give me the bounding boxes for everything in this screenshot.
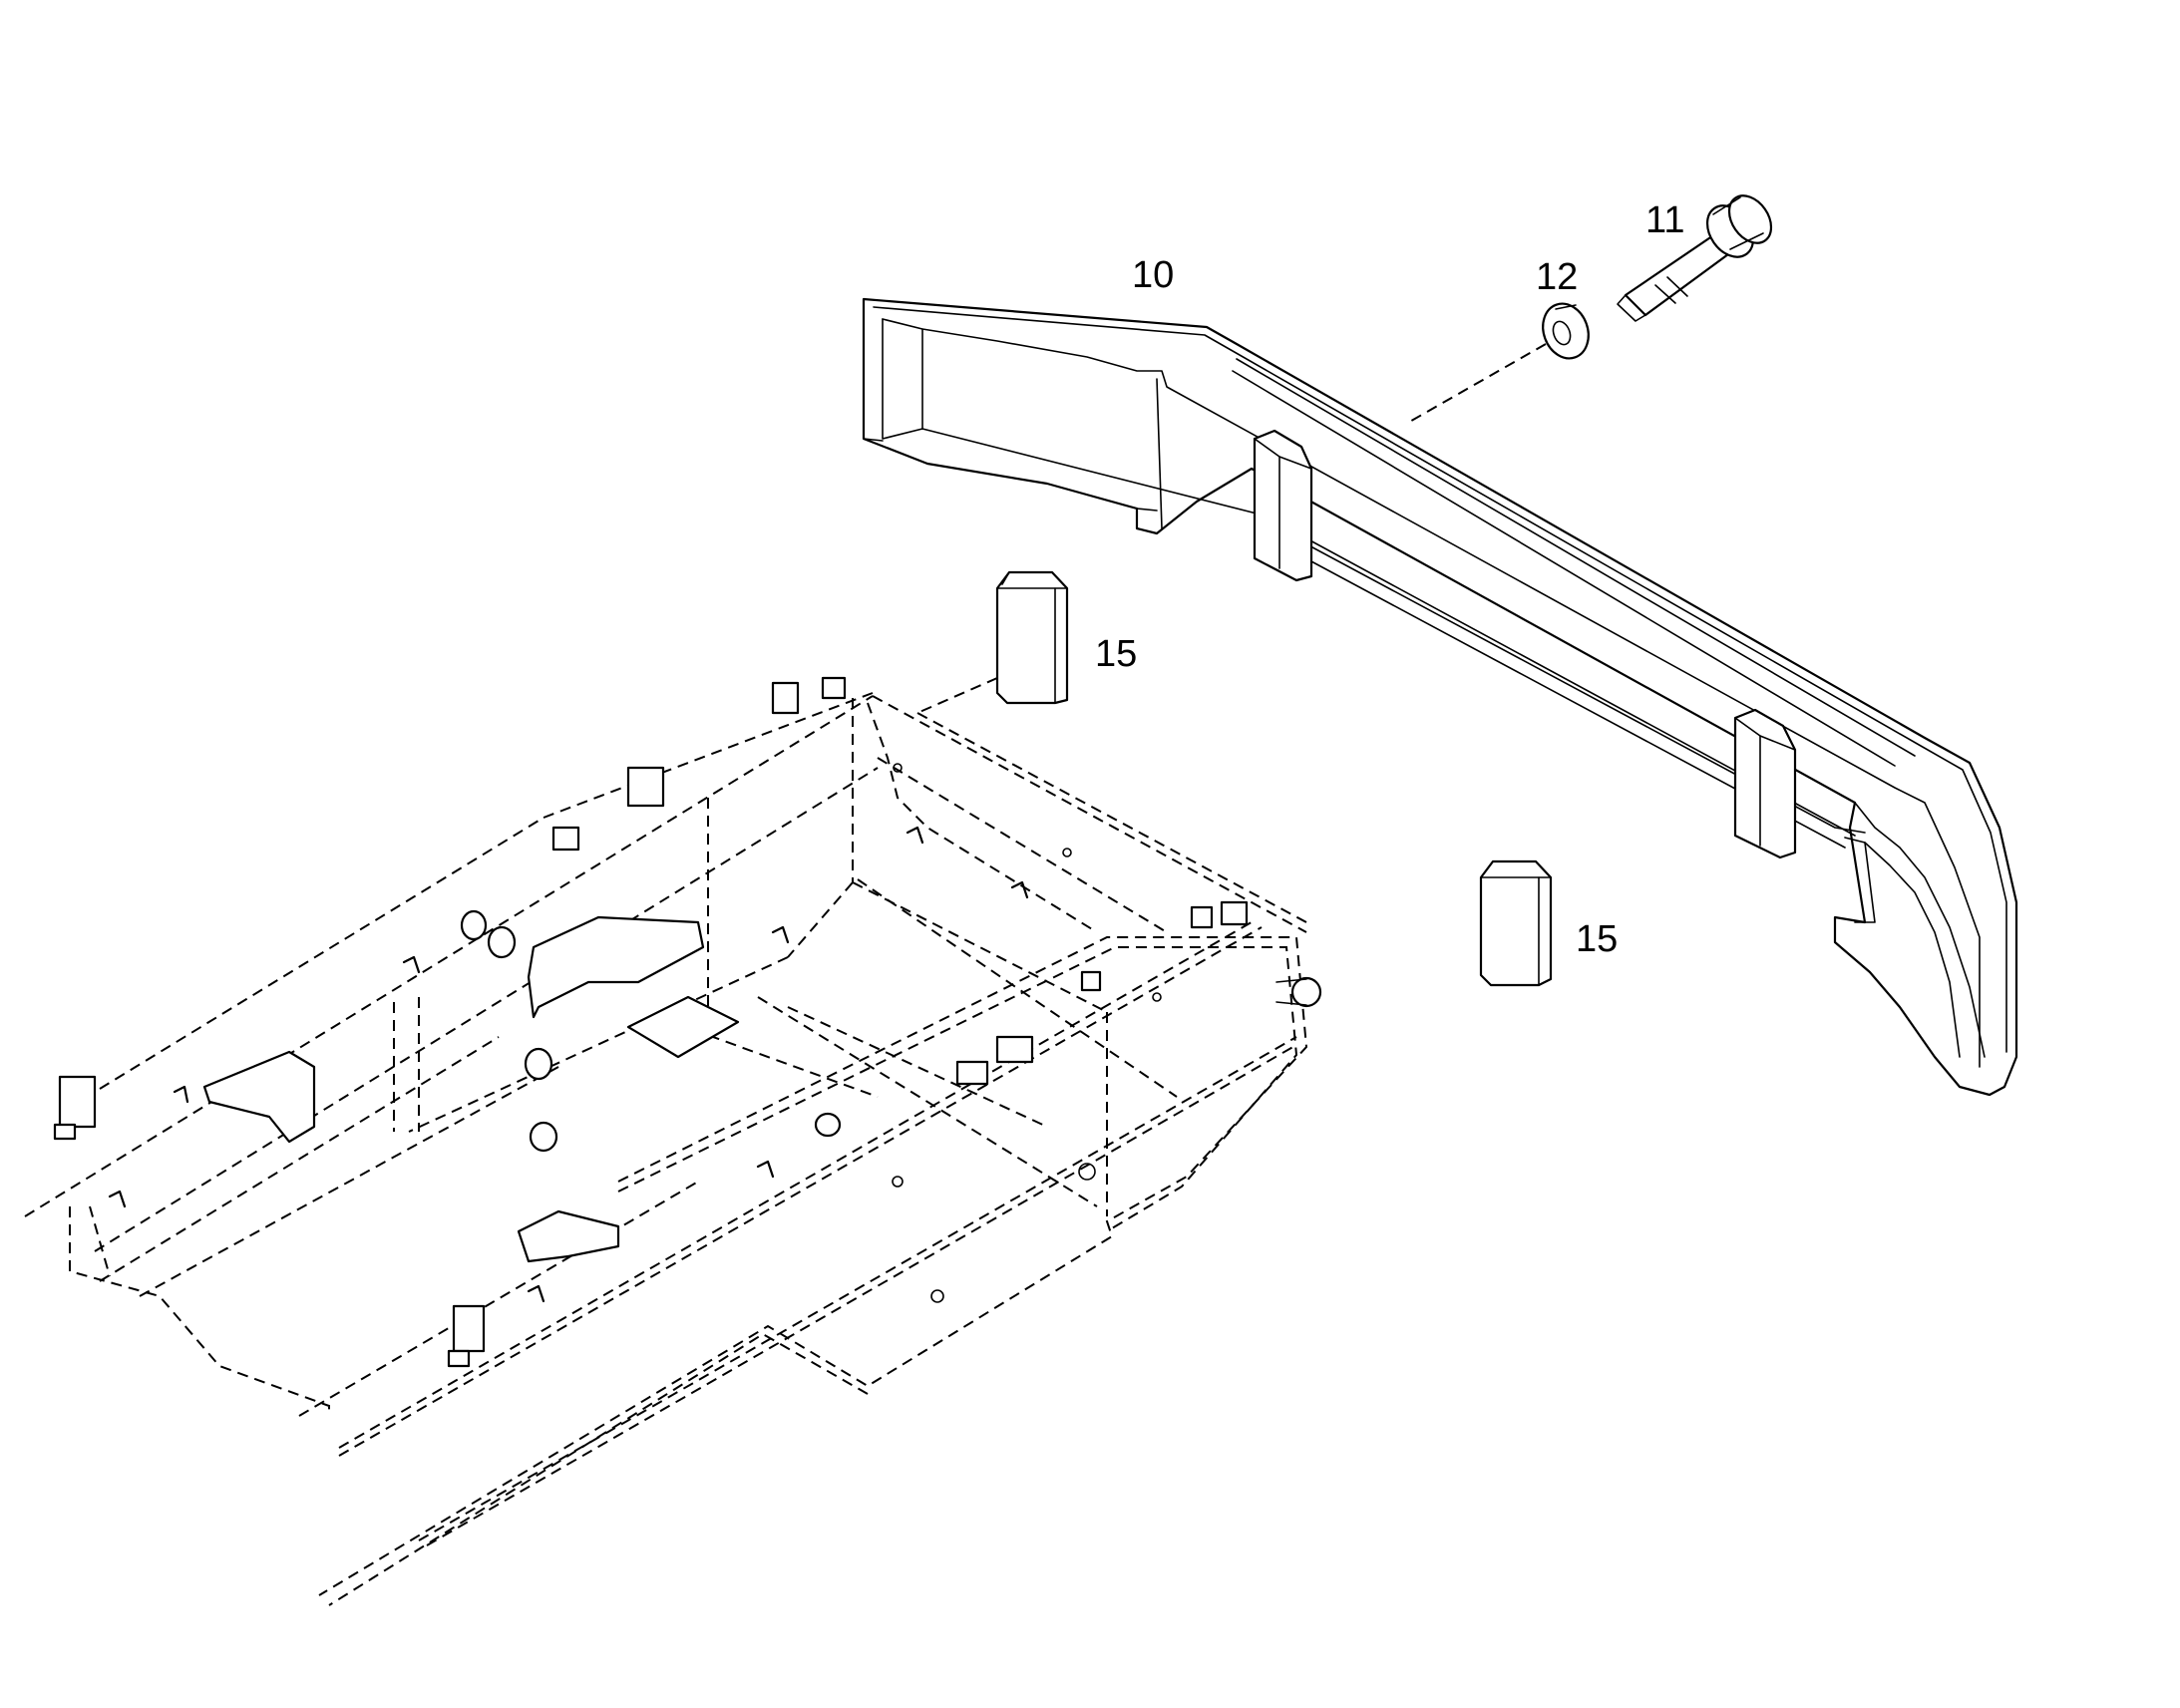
assembly-axis-line — [1405, 343, 1547, 425]
bumper-part-10[interactable] — [862, 297, 2018, 1097]
callout-15-lower: 15 — [1576, 918, 1618, 960]
machine-frame-phantom — [24, 676, 1322, 1606]
bolt-part-11[interactable] — [1617, 187, 1780, 322]
pad-part-15-lower[interactable] — [1479, 859, 1553, 987]
pad-part-15-upper[interactable] — [995, 570, 1069, 705]
callout-10: 10 — [1132, 254, 1174, 296]
callout-15-upper: 15 — [1095, 633, 1137, 675]
callout-12: 12 — [1536, 256, 1578, 298]
washer-part-12[interactable] — [1536, 297, 1596, 365]
pad-alignment-line — [916, 677, 998, 714]
callout-11: 11 — [1645, 199, 1684, 241]
